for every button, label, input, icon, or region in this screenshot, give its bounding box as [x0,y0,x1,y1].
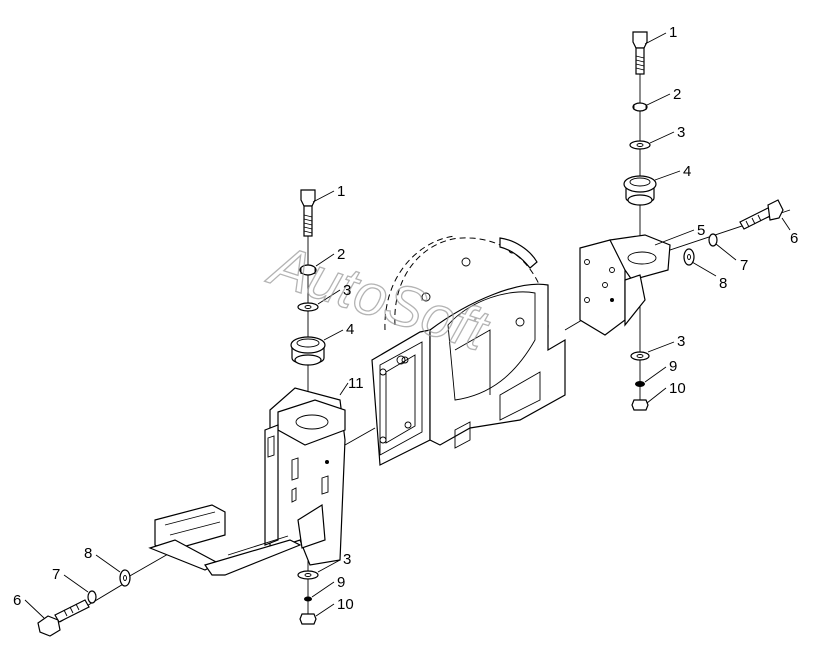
left-side-bolt [37,599,90,637]
left-cushion [290,336,326,366]
left-nut [299,613,317,625]
right-bolt [632,31,648,75]
right-bracket [579,234,671,336]
callout-left-nut: 10 [337,596,354,613]
right-side-washer [683,248,695,266]
left-washer-bottom [297,570,319,580]
callout-left-bolt: 1 [337,183,345,200]
callout-right-nut: 10 [669,380,686,397]
callout-left-bracket: 11 [348,375,364,392]
left-mount-stack [37,189,346,637]
callout-left-lock-washer: 2 [337,246,345,263]
left-washer-top [297,302,319,312]
right-washer-top [629,140,651,150]
callout-right-lock-washer-bottom: 9 [669,358,677,375]
right-nut [631,399,649,411]
callout-right-bolt: 1 [669,24,677,41]
callout-left-cushion: 4 [346,321,354,338]
callout-left-washer-bottom: 3 [343,551,351,568]
leader-lines [24,32,791,619]
flywheel-housing [371,235,566,466]
right-washer-bottom [630,351,650,361]
callout-left-washer-top: 3 [343,282,351,299]
left-bracket [148,387,346,576]
callout-right-lock-washer: 2 [673,86,681,103]
left-bolt [300,189,316,237]
left-side-washer [119,569,131,587]
callout-right-washer-top: 3 [677,124,685,141]
callout-right-side-washer: 8 [719,275,727,292]
callout-right-cushion: 4 [683,163,691,180]
right-mount-stack [579,31,784,411]
callout-labels: 1 2 3 4 5 6 7 8 3 9 10 1 2 3 4 11 3 9 10… [13,24,798,613]
callout-left-side-lock-washer: 7 [52,566,60,583]
right-lock-washer [632,102,648,112]
callout-right-bracket: 5 [697,222,705,239]
right-side-lock-washer [708,233,718,247]
callout-right-side-bolt: 6 [790,230,798,247]
left-lock-washer [299,264,317,276]
callout-right-washer-bottom: 3 [677,333,685,350]
callout-left-side-bolt: 6 [13,592,21,609]
left-side-lock-washer [87,590,97,604]
right-cushion [623,175,657,206]
callout-right-side-lock-washer: 7 [740,257,748,274]
right-lock-washer-bottom [635,381,645,387]
left-lock-washer-bottom [304,596,312,602]
right-side-bolt [739,199,784,230]
callout-left-lock-washer-bottom: 9 [337,574,345,591]
callout-left-side-washer: 8 [84,545,92,562]
